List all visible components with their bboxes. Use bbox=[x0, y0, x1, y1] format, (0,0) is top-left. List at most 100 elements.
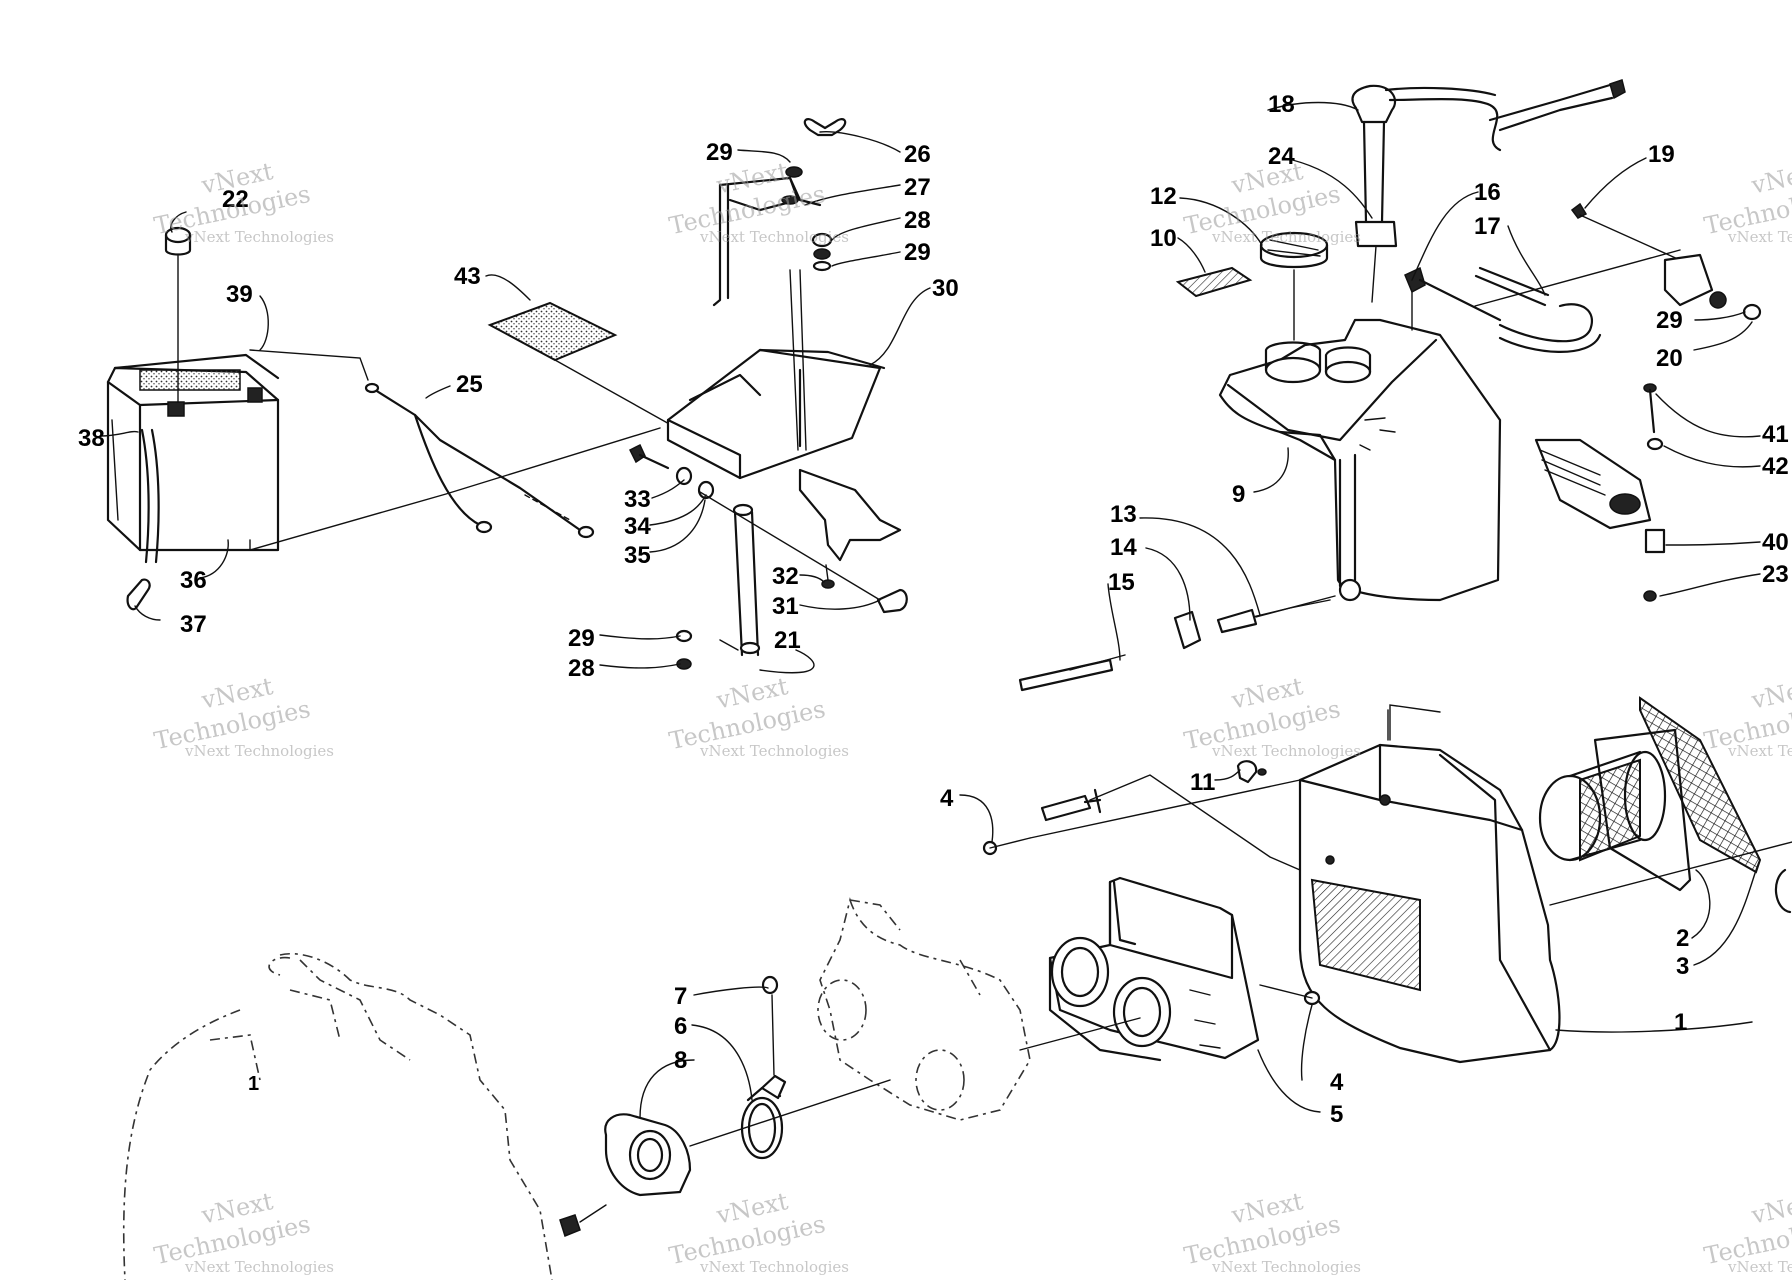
battery-vent-tube bbox=[126, 578, 151, 611]
callout-39: 39 bbox=[226, 281, 253, 308]
callout-13: 13 bbox=[1110, 501, 1137, 528]
callout-10: 10 bbox=[1150, 225, 1177, 252]
callout-38: 38 bbox=[78, 425, 105, 452]
wing-nut-and-washers bbox=[785, 118, 847, 272]
watermark-caption: vNext Technologies bbox=[1727, 228, 1792, 246]
battery-cable bbox=[364, 382, 595, 539]
callout-23: 23 bbox=[1762, 561, 1789, 588]
intake-flange bbox=[604, 1017, 1141, 1197]
battery-strap-outline bbox=[249, 349, 661, 551]
watermark-caption: vNext Technologies bbox=[1727, 1258, 1792, 1276]
battery-assembly bbox=[106, 353, 280, 564]
leader-lines bbox=[99, 101, 1761, 1119]
callout-34: 34 bbox=[624, 513, 651, 540]
callout-29d: 29 bbox=[1656, 307, 1683, 334]
callout-7: 7 bbox=[674, 983, 687, 1010]
oil-tank bbox=[1218, 318, 1502, 621]
callout-31: 31 bbox=[772, 593, 799, 620]
engine-phantom bbox=[122, 953, 607, 1280]
watermark: vNext Technologies bbox=[1702, 157, 1792, 240]
callout-4b: 4 bbox=[1330, 1069, 1344, 1096]
callout-16: 16 bbox=[1474, 179, 1501, 206]
callout-4a: 4 bbox=[940, 785, 954, 812]
air-silencer bbox=[1298, 704, 1561, 1064]
callout-29c: 29 bbox=[568, 625, 595, 652]
oil-level-sensor bbox=[1351, 79, 1626, 303]
callout-11: 11 bbox=[1190, 769, 1215, 796]
callout-1b: 1 bbox=[248, 1073, 259, 1095]
callout-29b: 29 bbox=[904, 239, 931, 266]
hold-down-rod bbox=[719, 503, 761, 657]
bolt-and-washers bbox=[628, 443, 908, 670]
callout-35: 35 bbox=[624, 542, 651, 569]
watermark: vNext Technologies bbox=[667, 157, 828, 240]
callout-17: 17 bbox=[1474, 213, 1501, 240]
callout-33: 33 bbox=[624, 486, 651, 513]
callout-2: 2 bbox=[1676, 925, 1689, 952]
callout-43: 43 bbox=[454, 263, 481, 290]
callout-8: 8 bbox=[674, 1047, 687, 1074]
watermark: vNext Technologies bbox=[1702, 1187, 1792, 1270]
oil-pump bbox=[1534, 438, 1652, 530]
tray-bracket bbox=[798, 468, 902, 562]
callout-numbers: 22 39 38 36 37 43 25 29 26 27 28 29 30 3… bbox=[78, 91, 1789, 1128]
watermark: vNext Technologies bbox=[152, 1187, 313, 1270]
callout-22: 22 bbox=[222, 186, 249, 213]
svg-text:vNext: vNext bbox=[1748, 157, 1792, 200]
watermarks: vNext Technologies vNext Technologies vN… bbox=[152, 157, 1792, 1276]
svg-text:vNext: vNext bbox=[1748, 672, 1792, 715]
callout-19: 19 bbox=[1648, 141, 1675, 168]
battery-terminal bbox=[167, 401, 185, 417]
watermark-caption: vNext Technologies bbox=[184, 1258, 334, 1276]
callout-12: 12 bbox=[1150, 183, 1177, 210]
callout-42: 42 bbox=[1762, 453, 1789, 480]
callout-5: 5 bbox=[1330, 1101, 1343, 1128]
svg-text:vNext: vNext bbox=[1748, 1187, 1792, 1230]
watermark-caption: vNext Technologies bbox=[1211, 228, 1361, 246]
watermark-caption: vNext Technologies bbox=[1211, 1258, 1361, 1276]
callout-29a: 29 bbox=[706, 139, 733, 166]
callout-21: 21 bbox=[774, 627, 801, 654]
callout-24: 24 bbox=[1268, 143, 1295, 170]
callout-3: 3 bbox=[1676, 953, 1689, 980]
callout-15: 15 bbox=[1108, 569, 1135, 596]
silencer-adapter bbox=[1048, 876, 1260, 1062]
callout-30: 30 bbox=[932, 275, 959, 302]
watermark: vNext Technologies bbox=[1182, 157, 1343, 240]
decal bbox=[1175, 266, 1253, 298]
callout-25: 25 bbox=[456, 371, 483, 398]
callout-14: 14 bbox=[1110, 534, 1137, 561]
oil-hose-fitting bbox=[1404, 249, 1681, 353]
callout-1: 1 bbox=[1674, 1009, 1687, 1036]
watermark-caption: vNext Technologies bbox=[184, 228, 334, 246]
vent-assembly bbox=[1570, 202, 1762, 321]
callout-20: 20 bbox=[1656, 345, 1683, 372]
callout-6: 6 bbox=[674, 1013, 687, 1040]
watermark: vNext Technologies bbox=[1182, 1187, 1343, 1270]
battery-pad bbox=[487, 301, 681, 431]
watermark-caption: vNext Technologies bbox=[1211, 742, 1361, 760]
air-filter-screen bbox=[1538, 696, 1792, 914]
callout-41: 41 bbox=[1762, 421, 1789, 448]
watermark-caption: vNext Technologies bbox=[699, 228, 849, 246]
callout-36: 36 bbox=[180, 567, 207, 594]
oil-line bbox=[1018, 595, 1336, 692]
callout-32: 32 bbox=[772, 563, 799, 590]
callout-28b: 28 bbox=[568, 655, 595, 682]
callout-27: 27 bbox=[904, 174, 931, 201]
callout-28a: 28 bbox=[904, 207, 931, 234]
pump-fasteners bbox=[1643, 383, 1666, 602]
watermark-caption: vNext Technologies bbox=[1727, 742, 1792, 760]
clamp bbox=[740, 975, 787, 1160]
battery-tray bbox=[666, 176, 886, 480]
callout-40: 40 bbox=[1762, 529, 1789, 556]
watermark-caption: vNext Technologies bbox=[699, 742, 849, 760]
callout-9: 9 bbox=[1232, 481, 1245, 508]
watermark-caption: vNext Technologies bbox=[184, 742, 334, 760]
callout-37: 37 bbox=[180, 611, 207, 638]
oil-tank-cap bbox=[1259, 231, 1329, 341]
watermark-caption: vNext Technologies bbox=[699, 1258, 849, 1276]
carburetor-phantom bbox=[817, 897, 1031, 1121]
watermark: vNext Technologies bbox=[667, 1187, 828, 1270]
